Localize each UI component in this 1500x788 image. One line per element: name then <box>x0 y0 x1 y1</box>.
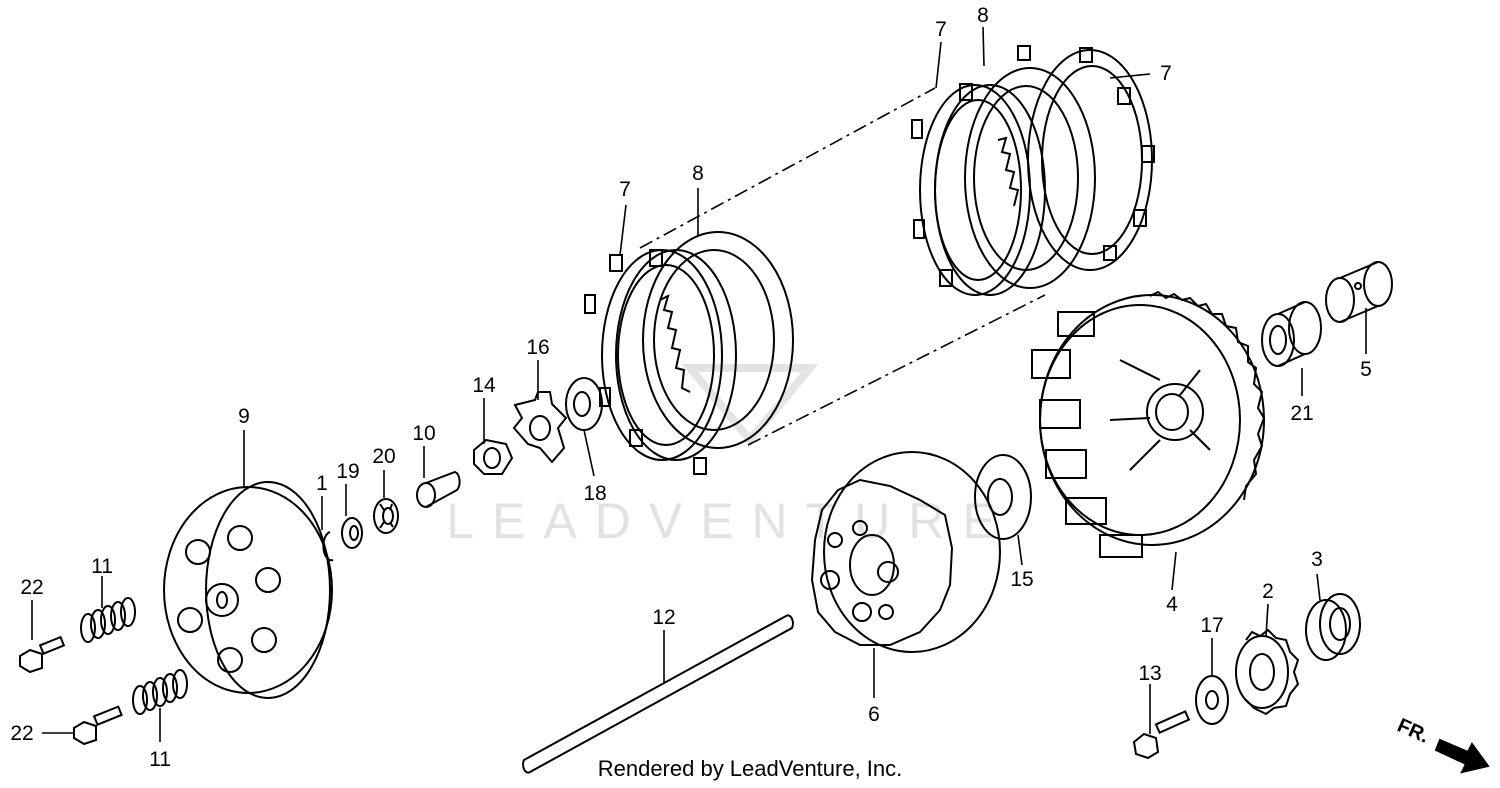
clutch-outer <box>1031 290 1266 558</box>
friction-disc-rear-outer <box>1017 45 1155 271</box>
callout-21: 21 <box>1290 402 1313 425</box>
leader-lines <box>31 26 1367 742</box>
callout-20: 20 <box>372 445 395 468</box>
callout-13: 13 <box>1138 662 1161 685</box>
washer-18 <box>565 377 603 431</box>
lifter-rod <box>522 614 794 774</box>
pressure-plate <box>163 481 333 699</box>
guide-sleeve <box>1325 261 1393 323</box>
front-arrow-icon <box>1434 738 1490 774</box>
watermark-text: LEADVENTURE <box>446 493 1014 549</box>
callout-8-rear: 8 <box>977 4 989 27</box>
callout-17: 17 <box>1200 614 1223 637</box>
callout-10: 10 <box>412 422 435 445</box>
callout-7-outer: 7 <box>1160 62 1172 85</box>
callout-3: 3 <box>1311 548 1323 571</box>
ball-bearing <box>1305 593 1361 661</box>
washer-19 <box>341 517 363 549</box>
clutch-plate-rear <box>964 67 1096 289</box>
callout-18: 18 <box>583 482 606 505</box>
washer-17 <box>1195 675 1229 725</box>
friction-disc-front <box>584 249 737 475</box>
callout-15: 15 <box>1010 568 1033 591</box>
callout-labels: 7 8 7 8 7 9 1 19 20 10 14 16 18 11 22 11… <box>10 4 1372 771</box>
needle-bearing <box>1261 301 1322 367</box>
clutch-plate-front <box>642 231 794 449</box>
callout-1: 1 <box>316 472 328 495</box>
clutch-lifter-piece <box>416 470 461 508</box>
bolt-lower <box>73 705 123 746</box>
callout-9: 9 <box>238 405 250 428</box>
front-direction-label: FR. <box>1394 714 1432 747</box>
bearing-20 <box>373 498 399 534</box>
circlip <box>322 531 334 562</box>
callout-11-upper: 11 <box>91 555 113 578</box>
callout-14: 14 <box>472 374 496 397</box>
lock-washer <box>512 391 568 464</box>
lock-nut <box>473 438 514 475</box>
callout-22-lower: 22 <box>10 722 33 745</box>
callout-6: 6 <box>868 703 880 726</box>
clutch-center <box>810 451 1001 653</box>
callout-7-rear: 7 <box>935 18 947 41</box>
callout-16: 16 <box>526 336 549 359</box>
drive-gear <box>1235 628 1300 716</box>
bolt-13 <box>1132 710 1191 760</box>
callout-12: 12 <box>652 606 675 629</box>
thrust-washer <box>974 454 1032 540</box>
callout-2: 2 <box>1262 580 1274 603</box>
render-credit: Rendered by LeadVenture, Inc. <box>597 756 903 781</box>
bolt-upper <box>19 635 66 674</box>
callout-19: 19 <box>336 460 359 483</box>
callout-22-upper: 22 <box>20 576 43 599</box>
callout-8-front: 8 <box>692 162 704 185</box>
watermark-logo: LEADVENTURE <box>446 364 1014 549</box>
clutch-spring-upper <box>80 597 136 643</box>
assembly-guide-lines <box>639 87 1046 446</box>
callout-7-front: 7 <box>619 178 631 201</box>
callout-4: 4 <box>1166 593 1178 616</box>
clutch-spring-lower <box>132 669 188 715</box>
friction-disc-rear <box>911 83 1046 296</box>
callout-5: 5 <box>1360 358 1372 381</box>
callout-11-lower: 11 <box>149 748 171 771</box>
